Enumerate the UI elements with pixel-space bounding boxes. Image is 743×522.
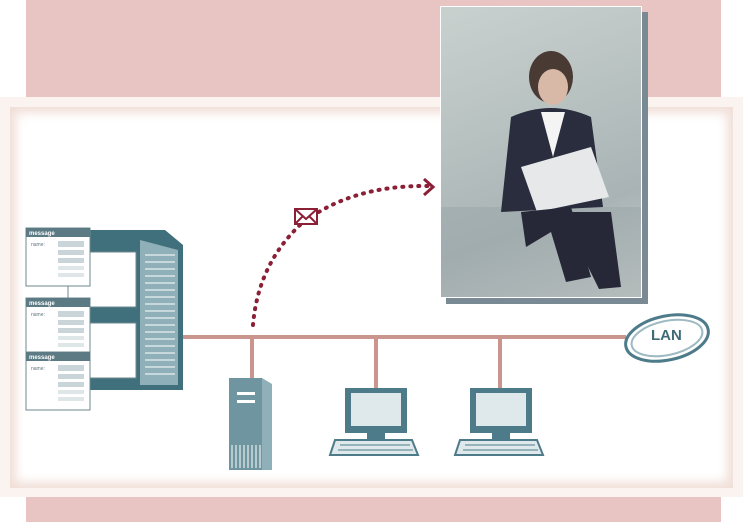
tower-computer-icon: [229, 378, 272, 470]
message-card-field: name:: [31, 366, 45, 372]
woman-with-laptop-photo: [440, 6, 642, 298]
message-card: message name:: [25, 351, 91, 411]
workstation-icon: [328, 388, 420, 456]
email-delivery-arrow: [251, 177, 436, 327]
workstation-icon: [453, 388, 545, 456]
message-card: message name:: [25, 297, 91, 357]
message-card-field: name:: [31, 242, 45, 248]
bottom-band: [26, 497, 721, 522]
message-card-field: name:: [31, 312, 45, 318]
message-card: message name:: [25, 227, 91, 287]
message-card-title: message: [29, 355, 55, 361]
message-card-title: message: [29, 231, 55, 237]
photo-illustration: [441, 51, 641, 297]
lan-label: LAN: [651, 327, 682, 344]
lan-bus: [180, 335, 626, 388]
envelope-icon: [294, 208, 318, 225]
message-card-title: message: [29, 301, 55, 307]
lan-ring-icon: [624, 313, 710, 363]
